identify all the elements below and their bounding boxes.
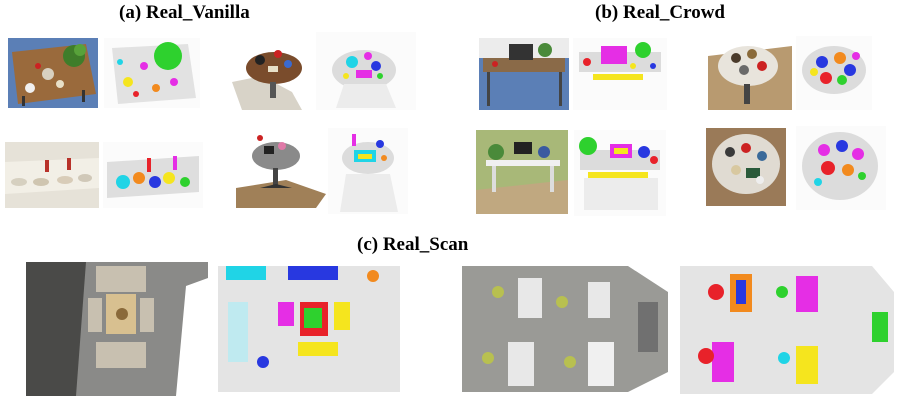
scan-photo-2: [458, 262, 668, 394]
caption-real-vanilla: (a) Real_Vanilla: [119, 2, 250, 23]
crowd-seg-4: [796, 126, 886, 210]
vanilla-photo-2: [232, 32, 312, 110]
caption-real-scan: (c) Real_Scan: [357, 234, 469, 255]
vanilla-seg-2: [316, 32, 416, 110]
scan-photo-1: [26, 258, 208, 396]
crowd-photo-2: [708, 36, 792, 110]
vanilla-photo-4: [236, 128, 326, 208]
crowd-seg-3: [574, 130, 666, 216]
scan-seg-1: [218, 262, 400, 396]
vanilla-seg-4: [328, 128, 408, 214]
vanilla-seg-3: [103, 142, 203, 208]
caption-real-crowd: (b) Real_Crowd: [595, 2, 726, 23]
crowd-photo-4: [706, 128, 786, 206]
vanilla-photo-3: [5, 142, 99, 208]
crowd-seg-2: [796, 36, 872, 110]
vanilla-photo-1: [8, 38, 98, 108]
crowd-photo-1: [479, 38, 569, 110]
scan-seg-2: [676, 262, 894, 396]
crowd-photo-3: [476, 130, 568, 214]
crowd-seg-1: [573, 38, 667, 110]
vanilla-seg-1: [104, 38, 200, 108]
